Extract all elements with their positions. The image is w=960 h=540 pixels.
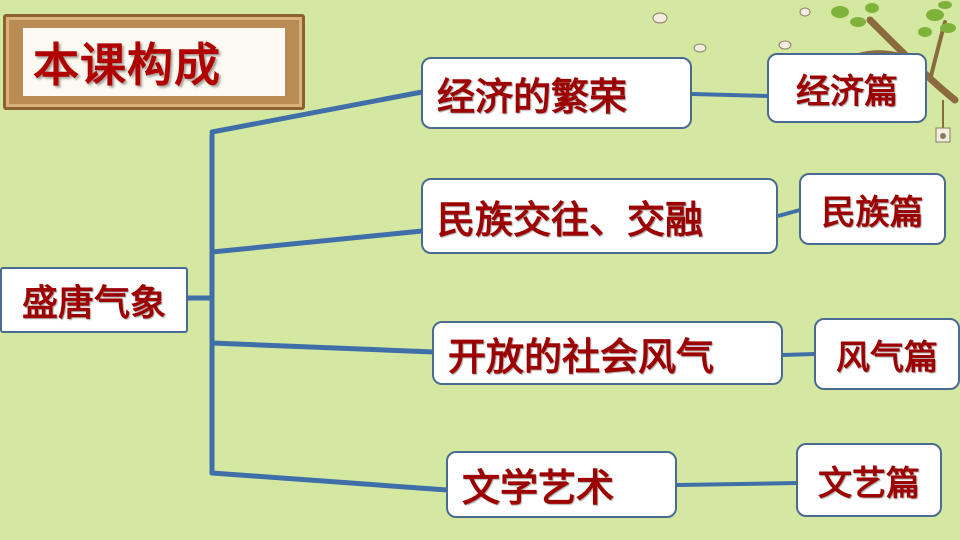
leaf-node-economy: 经济篇 [767, 53, 927, 123]
branch-node-economy: 经济的繁荣 [421, 57, 692, 129]
connector-branch-4 [209, 470, 450, 493]
leaf-node-social: 风气篇 [814, 318, 960, 390]
bird-icon [652, 7, 811, 53]
title-frame: 本课构成 [3, 14, 305, 110]
connector-leaf-4 [676, 481, 798, 487]
branch-node-social: 开放的社会风气 [432, 321, 783, 385]
connector-leaf-2 [777, 208, 801, 218]
birdhouse-icon [935, 100, 951, 143]
connector-leaf-3 [782, 352, 816, 357]
branch-label: 开放的社会风气 [448, 334, 715, 379]
connector-branch-3 [209, 340, 437, 355]
leaf-node-ethnic: 民族篇 [799, 173, 946, 245]
branch-node-literature: 文学艺术 [446, 451, 677, 518]
leaf-node-literature: 文艺篇 [796, 443, 942, 517]
leaf-label: 经济篇 [796, 71, 898, 112]
root-node: 盛唐气象 [0, 267, 188, 333]
leaves [831, 1, 956, 37]
connector-leaf-1 [691, 92, 769, 98]
branch-label: 文学艺术 [462, 466, 615, 510]
connector-branch-2 [209, 228, 425, 255]
branch-label: 经济的繁荣 [437, 74, 628, 119]
leaf-label: 文艺篇 [818, 463, 920, 504]
leaf-label: 民族篇 [821, 192, 924, 233]
connector-branch-1 [209, 89, 425, 135]
root-node-label: 盛唐气象 [21, 283, 166, 324]
title-panel: 本课构成 [23, 28, 285, 96]
branch-label: 民族交往、交融 [437, 197, 704, 242]
leaf-label: 风气篇 [836, 337, 938, 378]
page-title: 本课构成 [33, 38, 221, 92]
branch-node-ethnic: 民族交往、交融 [421, 178, 778, 254]
